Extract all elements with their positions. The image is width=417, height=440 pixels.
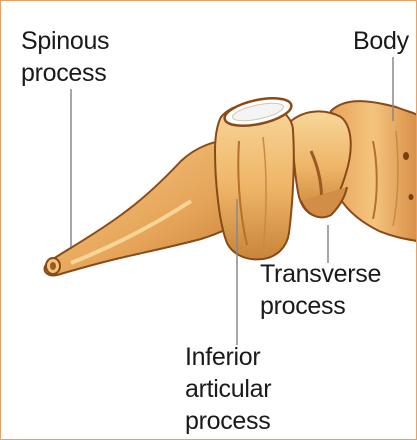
body-label-line-1: Body <box>353 25 409 57</box>
inferior-label-line-1: Inferior <box>185 341 271 373</box>
inferior-label-line-2: articular <box>185 373 271 405</box>
spinous-process-label: Spinous process <box>21 25 109 89</box>
spinous-label-line-1: Spinous <box>21 25 109 57</box>
inferior-articular-process-label: Inferior articular process <box>185 341 271 437</box>
lamina-shape <box>215 104 294 260</box>
transverse-process-label: Transverse process <box>260 258 381 322</box>
body-label: Body <box>353 25 409 57</box>
transverse-label-line-2: process <box>260 290 381 322</box>
transverse-label-line-1: Transverse <box>260 258 381 290</box>
spinous-label-line-2: process <box>21 57 109 89</box>
inferior-label-line-3: process <box>185 405 271 437</box>
